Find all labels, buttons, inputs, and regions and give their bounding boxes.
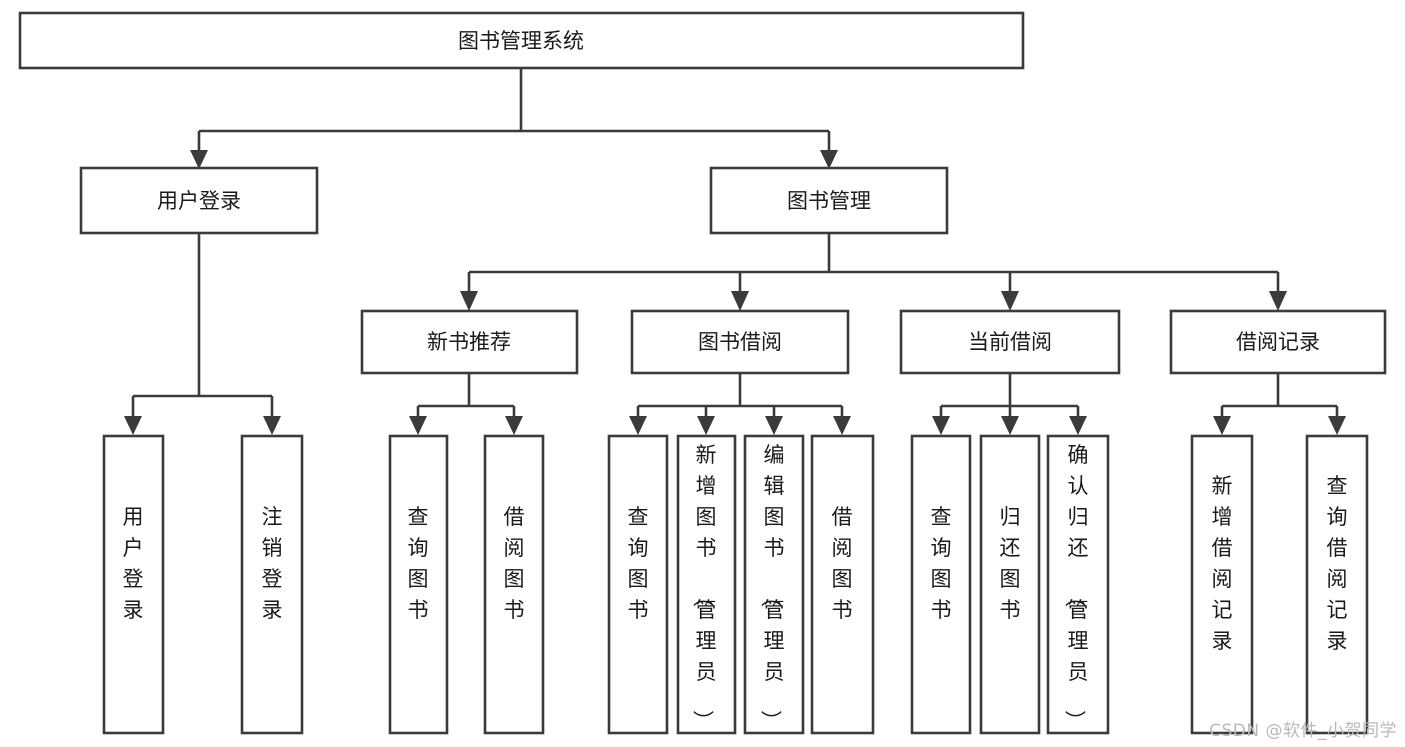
node-leaf-user-login-1-box <box>102 434 165 735</box>
node-leaf-current-borrow-2-box <box>979 434 1041 735</box>
arrow-head-leaf-r1 <box>1213 416 1231 435</box>
node-book-management-label: 图书管理 <box>787 189 871 213</box>
node-leaf-current-borrow-2[interactable]: 归还图书 <box>979 434 1041 735</box>
node-leaf-book-borrow-4[interactable]: 借阅图书 <box>810 434 875 735</box>
node-leaf-borrow-record-2-box <box>1305 434 1369 735</box>
node-leaf-new-book-1-box <box>388 434 449 735</box>
node-leaf-new-book-2-box <box>483 434 545 735</box>
node-new-book-recommend[interactable]: 新书推荐 <box>360 309 579 375</box>
arrow-head-leaf-c1 <box>932 416 950 435</box>
node-leaf-current-borrow-1[interactable]: 查询图书 <box>910 434 972 735</box>
arrow-head-new-book <box>460 291 478 311</box>
node-borrow-record[interactable]: 借阅记录 <box>1169 309 1387 375</box>
arrow-head-leaf-b1 <box>629 416 647 435</box>
node-borrow-record-label: 借阅记录 <box>1236 330 1320 354</box>
node-leaf-new-book-2-label: 借阅图书 <box>504 505 525 622</box>
node-leaf-borrow-record-1-box <box>1190 434 1254 735</box>
arrow-head-leaf-n1 <box>409 416 427 435</box>
node-leaf-borrow-record-2-label: 查询借阅记录 <box>1327 474 1348 653</box>
csdn-watermark: CSDN @软件_小贺同学 <box>1209 721 1397 741</box>
node-leaf-borrow-record-1[interactable]: 新增借阅记录 <box>1190 434 1254 735</box>
node-leaf-user-login-2-box <box>240 434 304 735</box>
node-leaf-user-login-2-label: 注销登录 <box>262 505 283 622</box>
node-leaf-book-borrow-1-label: 查询图书 <box>628 505 649 622</box>
node-leaf-user-login-1[interactable]: 用户登录 <box>102 434 165 735</box>
node-leaf-user-login-2[interactable]: 注销登录 <box>240 434 304 735</box>
arrow-head-leaf-b2 <box>697 416 715 435</box>
node-leaf-current-borrow-2-label: 归还图书 <box>1000 505 1021 622</box>
node-root[interactable]: 图书管理系统 <box>18 11 1025 70</box>
arrow-head-leaf-b4 <box>833 416 851 435</box>
node-leaf-book-borrow-3-box <box>743 434 805 735</box>
arrow-head-borrow-record <box>1269 291 1287 311</box>
node-borrow-record-box <box>1169 309 1387 375</box>
node-leaf-book-borrow-2[interactable]: 新增图书（管理员） <box>676 434 737 735</box>
node-user-login[interactable]: 用户登录 <box>79 166 319 235</box>
node-root-label: 图书管理系统 <box>458 29 584 53</box>
node-leaf-book-borrow-4-box <box>810 434 875 735</box>
node-leaf-book-borrow-3[interactable]: 编辑图书（管理员） <box>743 434 805 735</box>
arrow-head-user-login <box>190 150 208 169</box>
node-book-borrow-box <box>630 309 850 375</box>
arrow-head-leaf-r2 <box>1328 416 1346 435</box>
arrow-head-leaf-b3 <box>765 416 783 435</box>
node-leaf-current-borrow-3-box <box>1046 434 1110 735</box>
node-new-book-recommend-label: 新书推荐 <box>427 330 511 354</box>
node-leaf-current-borrow-1-box <box>910 434 972 735</box>
node-leaf-current-borrow-3[interactable]: 确认归还（管理员） <box>1046 434 1110 735</box>
connector-group <box>124 68 1346 435</box>
node-current-borrow[interactable]: 当前借阅 <box>899 309 1121 375</box>
node-leaf-borrow-record-2[interactable]: 查询借阅记录 <box>1305 434 1369 735</box>
arrow-head-leaf-u1 <box>124 416 142 435</box>
node-leaf-borrow-record-1-label: 新增借阅记录 <box>1212 474 1233 653</box>
node-current-borrow-box <box>899 309 1121 375</box>
node-user-login-label: 用户登录 <box>157 189 241 213</box>
node-book-management-box <box>709 166 949 235</box>
arrow-head-current-borrow <box>1001 291 1019 311</box>
arrow-head-book-mgmt <box>820 150 838 169</box>
arrow-head-leaf-c3 <box>1069 416 1087 435</box>
arrow-head-leaf-u2 <box>263 416 281 435</box>
node-leaf-new-book-2[interactable]: 借阅图书 <box>483 434 545 735</box>
node-user-login-box <box>79 166 319 235</box>
node-book-management[interactable]: 图书管理 <box>709 166 949 235</box>
node-leaf-current-borrow-1-label: 查询图书 <box>931 505 952 622</box>
node-leaf-new-book-1-label: 查询图书 <box>408 505 429 622</box>
node-leaf-book-borrow-1-box <box>607 434 669 735</box>
node-leaf-book-borrow-1[interactable]: 查询图书 <box>607 434 669 735</box>
node-leaf-book-borrow-3-label: 编辑图书（管理员） <box>759 443 785 731</box>
node-current-borrow-label: 当前借阅 <box>968 330 1052 354</box>
node-leaf-book-borrow-2-box <box>676 434 737 735</box>
node-book-borrow-label: 图书借阅 <box>698 330 782 354</box>
node-leaf-new-book-1[interactable]: 查询图书 <box>388 434 449 735</box>
node-root-box <box>18 11 1025 70</box>
node-new-book-recommend-box <box>360 309 579 375</box>
arrow-head-leaf-c2 <box>1001 416 1019 435</box>
node-book-borrow[interactable]: 图书借阅 <box>630 309 850 375</box>
node-leaf-book-borrow-4-label: 借阅图书 <box>832 505 853 622</box>
node-leaf-current-borrow-3-label: 确认归还（管理员） <box>1063 443 1089 731</box>
arrow-head-leaf-n2 <box>505 416 523 435</box>
node-leaf-user-login-1-label: 用户登录 <box>123 505 144 622</box>
arrow-head-book-borrow <box>731 291 749 311</box>
node-leaf-book-borrow-2-label: 新增图书（管理员） <box>691 443 717 731</box>
